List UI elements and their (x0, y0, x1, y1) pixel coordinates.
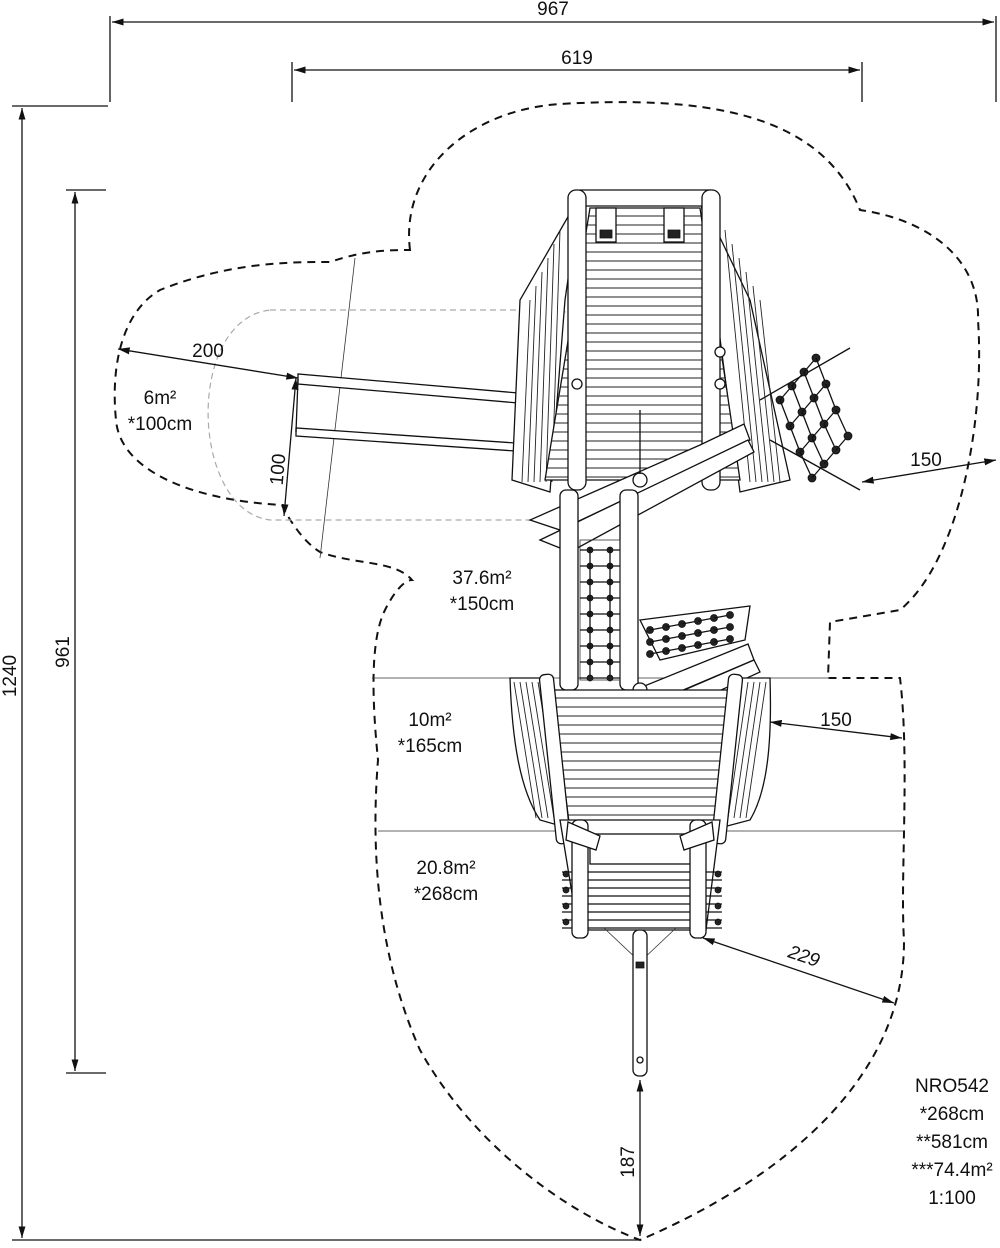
net-clearance-label: 150 (910, 450, 942, 471)
safety-zone-outline (113, 101, 981, 1242)
slide-width-label: 100 (267, 453, 291, 486)
upper-area-label: 37.6m² (452, 568, 511, 589)
dimension-bow-clearance: 229 (702, 937, 895, 1004)
bowsprit-clearance-label: 187 (618, 1146, 639, 1178)
dimension-slide-length: 200 (117, 341, 299, 380)
bow-area-label: 20.8m² (416, 858, 475, 879)
slide-area-label: 6m² (144, 388, 177, 409)
dimension-bowsprit-clearance: 187 (618, 1080, 644, 1236)
stern-deck (511, 189, 791, 493)
mid-area-label: 10m² (408, 710, 451, 731)
product-total-area: ***74.4m² (911, 1160, 992, 1181)
slide (295, 373, 531, 453)
product-scale: 1:100 (928, 1188, 976, 1209)
product-info: NRO542 *268cm **581cm ***74.4m² 1:100 (911, 1076, 992, 1209)
middle-deck (509, 673, 772, 845)
dimension-structure-height: 961 (53, 189, 106, 1074)
product-code: NRO542 (915, 1076, 989, 1097)
dimension-slide-width: 100 (267, 377, 299, 517)
climbing-net-right (759, 347, 861, 491)
slide-height-label: *100cm (128, 414, 192, 435)
dimension-hull-clearance: 150 (769, 710, 903, 741)
bow-height-label: *268cm (414, 884, 478, 905)
dimension-net-clearance: 150 (861, 450, 997, 484)
upper-height-label: *150cm (450, 594, 514, 615)
mid-height-label: *165cm (398, 736, 462, 757)
overall-height-label: 1240 (0, 655, 21, 697)
overall-width-label: 967 (537, 0, 569, 20)
middle-bridge (559, 489, 751, 691)
hull-clearance-label: 150 (820, 710, 852, 731)
structure-width-label: 619 (561, 48, 593, 69)
bow (559, 819, 722, 1077)
dimension-overall-height: 1240 (0, 105, 640, 1241)
dimension-structure-width: 619 (291, 48, 863, 102)
structure-height-label: 961 (53, 636, 74, 668)
dimension-overall-width: 967 (109, 0, 997, 102)
slide-length-label: 200 (192, 341, 224, 362)
product-max-height: *268cm (920, 1104, 984, 1125)
product-total-length: **581cm (916, 1132, 988, 1153)
